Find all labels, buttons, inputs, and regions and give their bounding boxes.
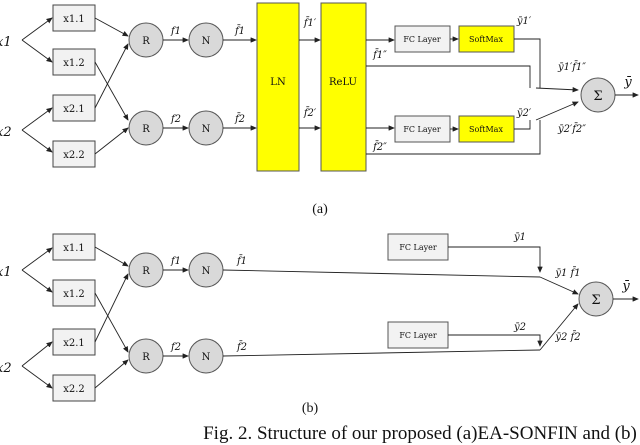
y1-prime-label: ȳ1′: [516, 16, 532, 27]
n-node-2-label: N: [202, 124, 211, 135]
fc-layer-2-label: FC Layer: [403, 125, 441, 134]
softmax-2: [458, 115, 515, 143]
diagram-b-label: (b): [302, 401, 319, 416]
fc-layer-2-b-label: FC Layer: [399, 331, 437, 340]
input-x1-label-b: x1: [0, 265, 12, 280]
softmax-1: [458, 25, 515, 53]
f2-label: f2: [170, 114, 181, 125]
softmax-2-label: SoftMax: [469, 125, 503, 134]
input-x2-label: x2: [0, 125, 12, 140]
relu-label: ReLU: [329, 77, 357, 88]
n-node-1-label: N: [202, 36, 211, 47]
box-x11-label: x1.1: [63, 14, 85, 25]
f1-label-b: f1: [170, 256, 181, 267]
box-x12-b-label: x1.2: [63, 289, 85, 300]
f1-prime-label: f̄1′: [303, 17, 317, 29]
r-node-2-label: R: [142, 124, 150, 135]
input-x1-label: x1: [0, 35, 12, 50]
n-node-1-b-label: N: [202, 266, 211, 277]
f2-bar-label: f̄2: [234, 113, 245, 125]
ln-block: [256, 2, 300, 172]
f2-prime-label: f̄2′: [303, 107, 317, 119]
diagram-a: x1 x2 x1.1 x1.2 x2.1 x2.2 R R f1 f2 N: [0, 2, 639, 217]
f1-bar-label-b: f̄1: [236, 255, 247, 267]
box-x21-b: [52, 328, 96, 356]
f1-dprime-label: f̄1″: [372, 49, 387, 61]
input-x2-label-b: x2: [0, 361, 12, 376]
box-x22-label: x2.2: [63, 150, 85, 161]
box-x11-b-label: x1.1: [63, 243, 85, 254]
y2f2-product-label-b: ȳ2 f̄2: [554, 331, 580, 343]
box-x22-b-label: x2.2: [63, 384, 85, 395]
box-x11: [52, 4, 96, 32]
box-x22-b: [52, 374, 96, 402]
figure-caption: Fig. 2. Structure of our proposed (a)EA-…: [203, 423, 637, 444]
y2-label-b: ȳ2: [513, 322, 526, 333]
output-y-a-label: ȳ: [623, 75, 632, 90]
f2-label-b: f2: [170, 342, 181, 353]
r-node-1-b-label: R: [142, 266, 150, 277]
box-x21: [52, 94, 96, 122]
fc-layer-1-b: [387, 233, 449, 261]
f1-label: f1: [170, 26, 181, 37]
box-x11-b: [52, 233, 96, 261]
r-node-2-b-label: R: [142, 352, 150, 363]
sum-node-a-label: Σ: [593, 89, 602, 104]
f2-bar-label-b: f̄2: [236, 341, 247, 353]
f2-dprime-label: f̄2″: [372, 141, 387, 153]
fc-layer-1-b-label: FC Layer: [399, 243, 437, 252]
output-y-b-label: ȳ: [621, 279, 630, 294]
y1f1-product-label-b: ȳ1 f̄1: [554, 267, 580, 279]
box-x21-label: x2.1: [63, 104, 85, 115]
y1f1-product-label: ȳ1′f̄1″: [557, 61, 586, 73]
box-x21-b-label: x2.1: [63, 338, 85, 349]
n-node-2-b-label: N: [202, 352, 211, 363]
diagram-a-label: (a): [312, 202, 328, 217]
fc-layer-1: [394, 25, 451, 53]
fc-layer-1-label: FC Layer: [403, 35, 441, 44]
y2-prime-label: ȳ2′: [516, 108, 532, 119]
y2f2-product-label: ȳ2′f̄2″: [557, 123, 586, 135]
diagram-b: x1 x2 x1.1 x1.2 x2.1 x2.2 R R f1 f2 N N …: [0, 232, 639, 416]
sum-node-b-label: Σ: [591, 293, 600, 308]
box-x12: [52, 48, 96, 76]
box-x12-label: x1.2: [63, 58, 85, 69]
f1-bar-label: f̄1: [234, 25, 245, 37]
ln-label: LN: [270, 77, 286, 88]
y1-label-b: ȳ1: [513, 232, 526, 243]
softmax-1-label: SoftMax: [469, 35, 503, 44]
box-x12-b: [52, 279, 96, 307]
relu-block: [320, 2, 367, 172]
r-node-1-label: R: [142, 36, 150, 47]
